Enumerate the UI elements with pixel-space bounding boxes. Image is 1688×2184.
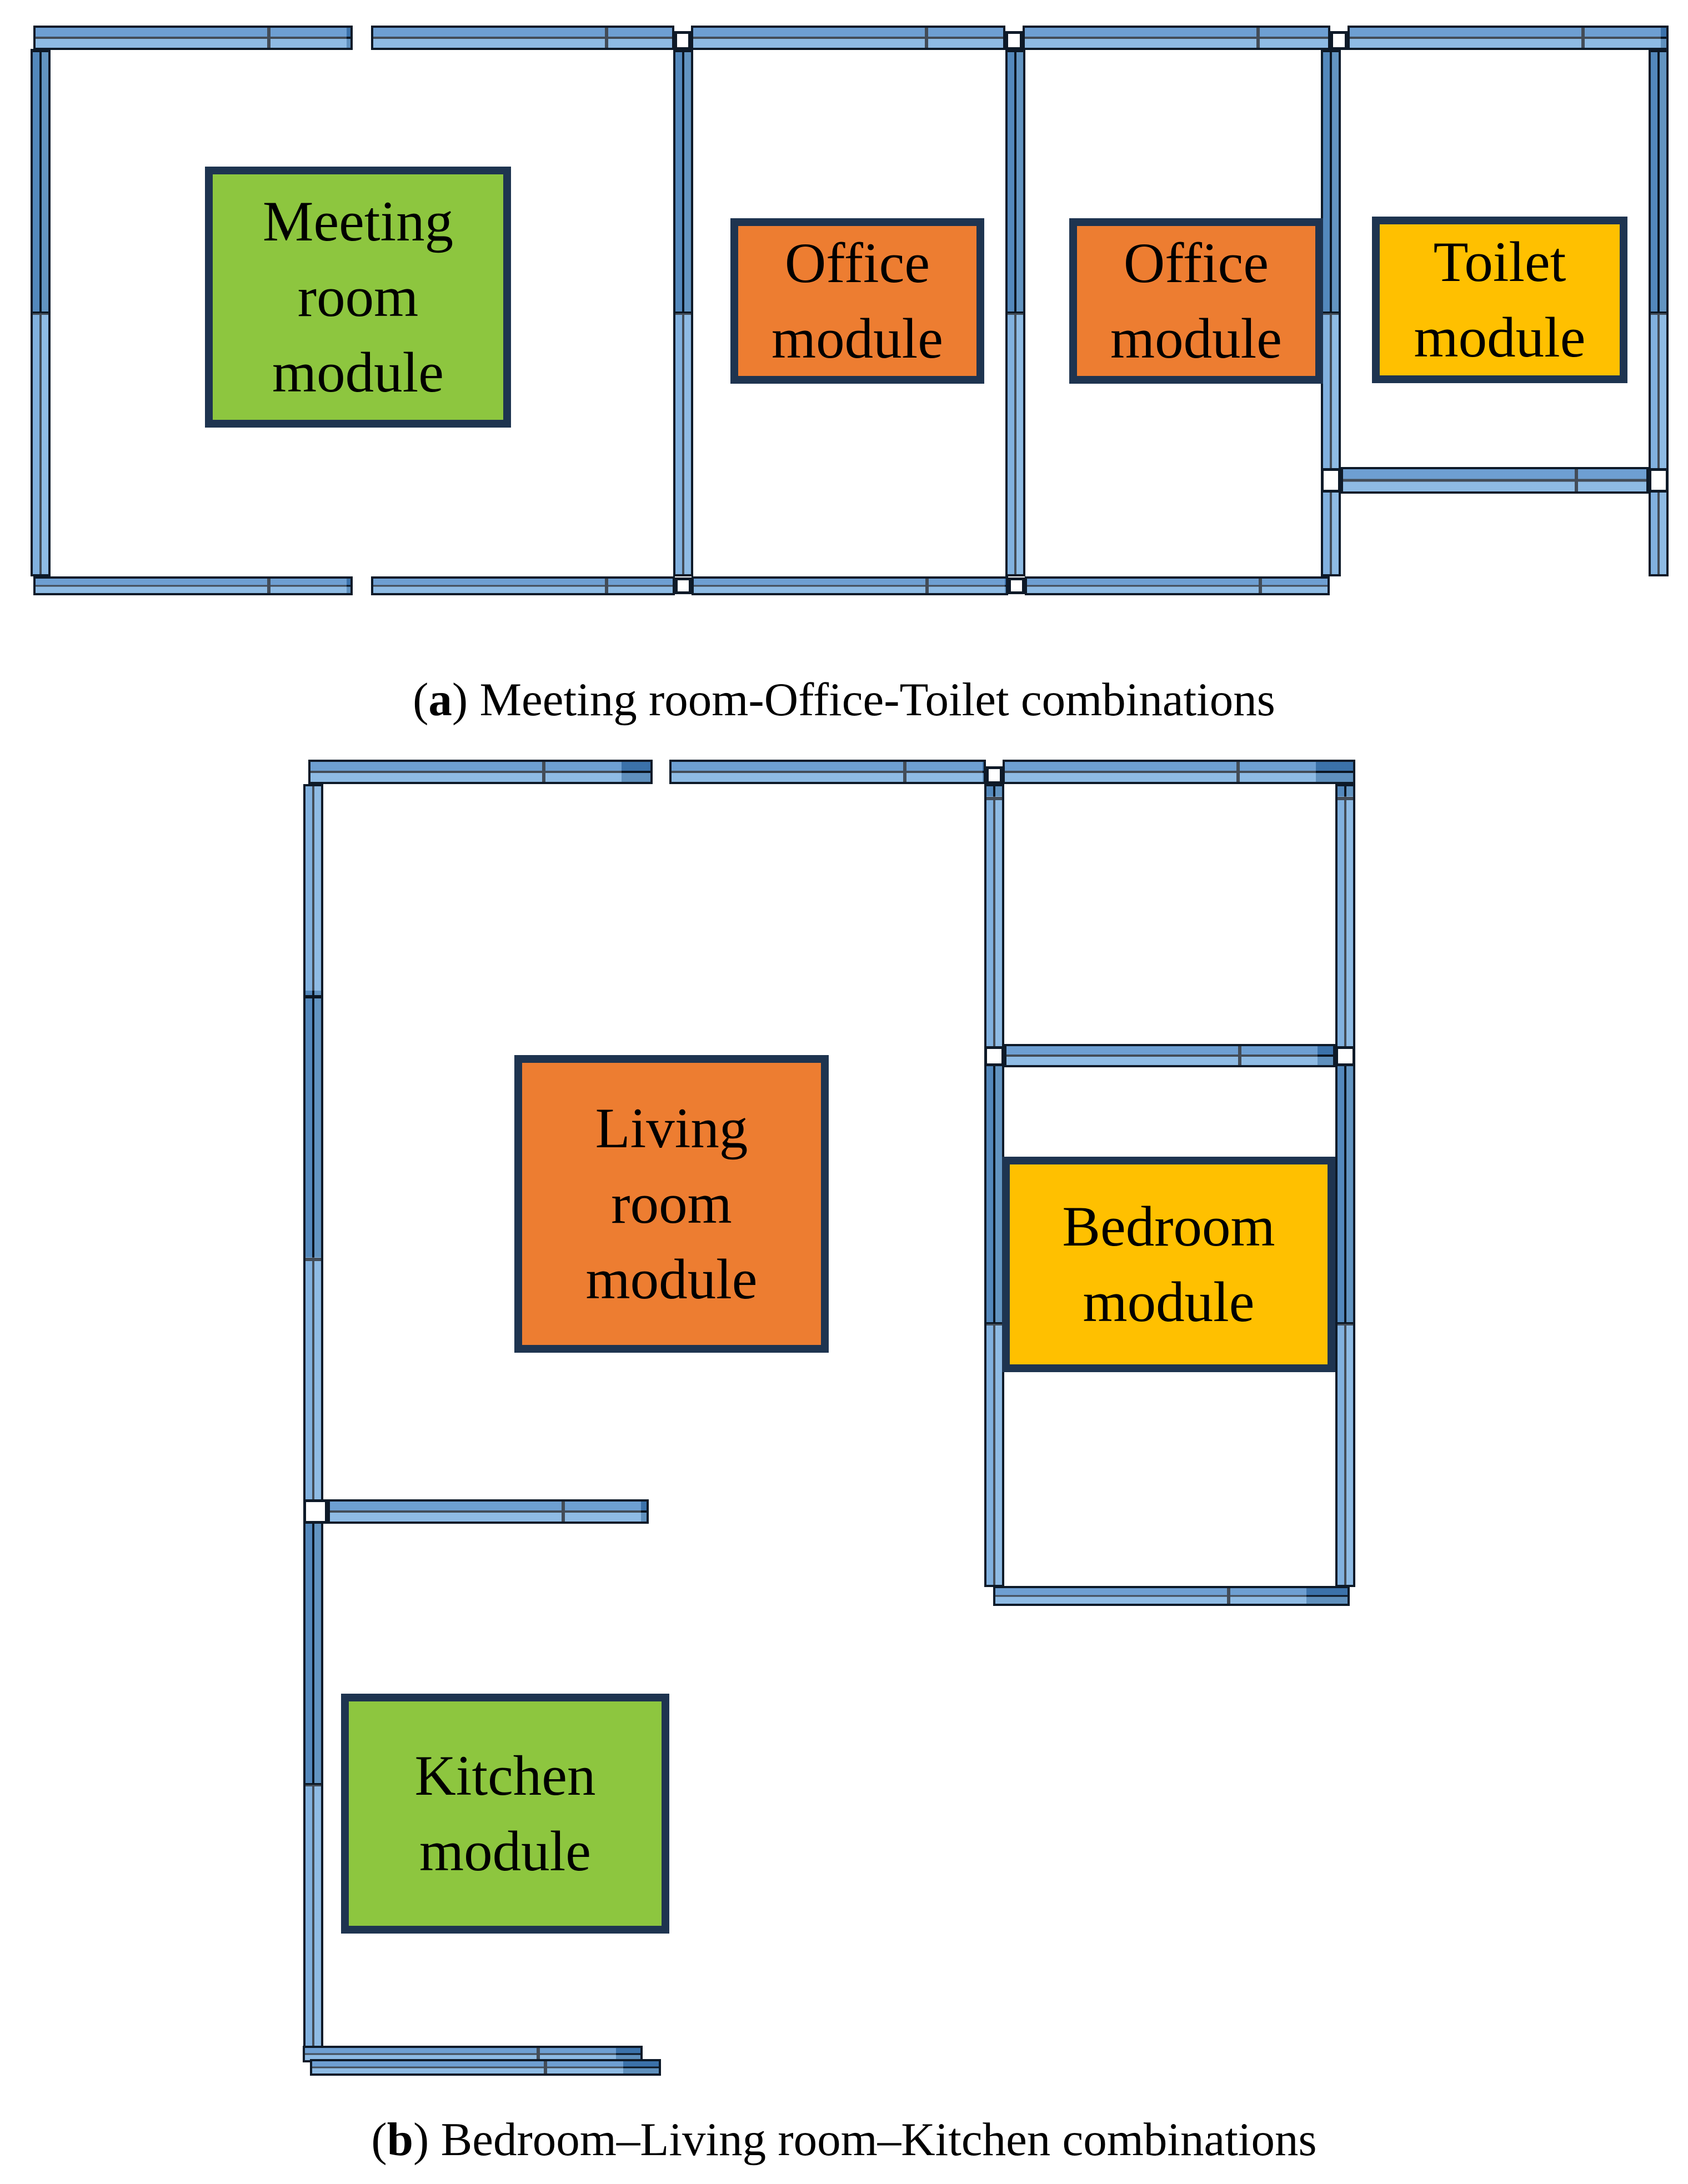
wall-segment [984,784,1004,1587]
wall-segment [1004,1044,1335,1067]
wall-junction [986,766,1003,784]
module-label-line: Office [1123,232,1269,295]
module-label-line: module [1110,307,1282,370]
wall-segment [669,760,986,784]
wall-segment [371,576,675,595]
module-label-line: Toilet [1433,230,1566,294]
caption-a: (a) Meeting room-Office-Toilet combinati… [0,669,1688,730]
wall-segment [1348,26,1669,50]
wall-segment [1003,760,1355,784]
caption-b: (b) Bedroom–Living room–Kitchen combinat… [0,2109,1688,2170]
module-label-line: module [272,341,444,404]
wall-junction [1330,31,1348,50]
wall-junction [1321,468,1341,493]
wall-segment [303,784,323,2048]
caption-a-letter: a [428,674,452,726]
office-module-2: Office module [1069,218,1323,384]
module-label-line: module [585,1248,758,1311]
wall-junction [303,1499,328,1524]
caption-b-text: ) Bedroom–Living room–Kitchen combinatio… [413,2113,1317,2166]
caption-a-paren: ( [413,674,429,726]
wall-segment [691,26,1005,50]
bedroom-module: Bedroom module [1002,1157,1335,1372]
wall-segment [1025,576,1330,595]
module-label-line: room [297,265,419,329]
module-label-line: Kitchen [414,1744,596,1808]
module-label-line: module [772,307,943,370]
module-label-line: Office [784,232,930,295]
wall-segment [692,576,1008,595]
wall-junction [984,1046,1004,1066]
living-room-module: Living room module [514,1055,829,1353]
wall-junction [675,578,692,594]
wall-junction [1005,31,1023,50]
wall-junction [1335,1046,1355,1066]
module-label-line: module [1414,306,1586,369]
wall-segment [1321,49,1341,576]
wall-segment [673,49,693,576]
module-label-line: Meeting [262,190,454,253]
office-module-1: Office module [730,218,984,384]
wall-segment [33,26,353,50]
wall-segment [1649,49,1669,576]
module-label-line: module [1083,1271,1255,1334]
meeting-room-module: Meeting room module [205,167,511,428]
wall-junction [1649,468,1669,493]
wall-segment [371,26,674,50]
wall-segment [1335,784,1355,1587]
module-label-line: Bedroom [1062,1195,1275,1258]
wall-segment [33,576,353,595]
wall-junction [1008,578,1025,594]
toilet-module: Toilet module [1372,217,1627,383]
wall-segment [1023,26,1330,50]
wall-segment [1005,49,1025,576]
wall-segment [1341,467,1649,494]
wall-segment [328,1499,649,1524]
wall-segment [993,1586,1350,1606]
module-label-line: room [611,1172,732,1236]
module-label-line: module [419,1820,591,1883]
wall-segment [31,49,51,576]
module-label-line: Living [595,1097,748,1160]
wall-segment [308,760,653,784]
wall-segment [310,2059,661,2076]
caption-a-text: ) Meeting room-Office-Toilet combination… [452,674,1275,726]
caption-b-paren: ( [371,2113,387,2166]
kitchen-module: Kitchen module [341,1694,669,1934]
wall-junction [674,31,691,50]
caption-b-letter: b [387,2113,414,2166]
